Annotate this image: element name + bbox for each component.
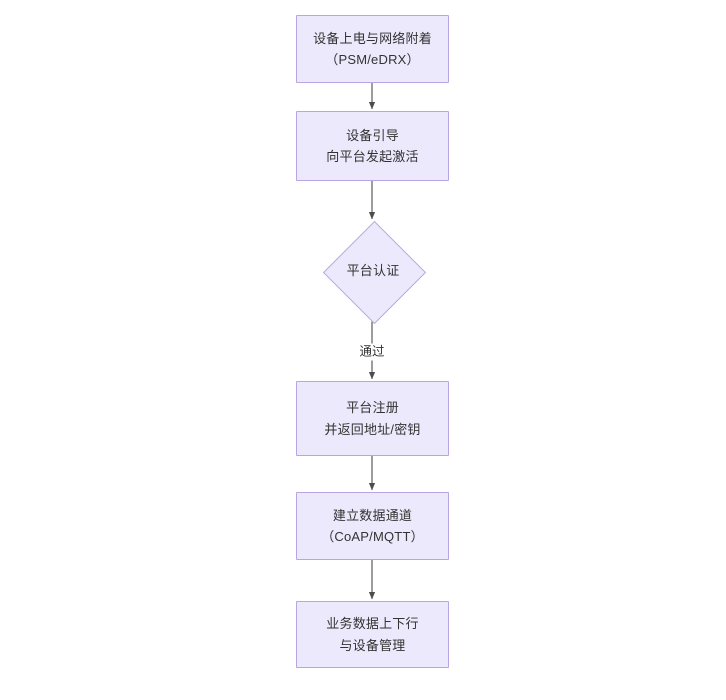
node-device-bootstrap[interactable]: 设备引导 向平台发起激活 xyxy=(296,111,449,181)
node-label: 设备引导 向平台发起激活 xyxy=(326,127,419,164)
node-label: 建立数据通道 （CoAP/MQTT） xyxy=(321,507,424,544)
node-power-on-network-attach[interactable]: 设备上电与网络附着 （PSM/eDRX） xyxy=(296,15,449,83)
node-platform-registration[interactable]: 平台注册 并返回地址/密钥 xyxy=(296,381,449,456)
node-label: 平台认证 xyxy=(346,263,400,279)
node-business-data-and-device-management[interactable]: 业务数据上下行 与设备管理 xyxy=(296,601,449,668)
edge-label-pass: 通过 xyxy=(356,343,388,361)
node-platform-authentication-decision[interactable]: 平台认证 xyxy=(322,220,426,324)
node-label: 业务数据上下行 与设备管理 xyxy=(326,616,419,653)
node-label: 设备上电与网络附着 （PSM/eDRX） xyxy=(313,30,432,67)
node-label: 平台注册 并返回地址/密钥 xyxy=(324,400,421,437)
node-establish-data-channel[interactable]: 建立数据通道 （CoAP/MQTT） xyxy=(296,492,449,560)
